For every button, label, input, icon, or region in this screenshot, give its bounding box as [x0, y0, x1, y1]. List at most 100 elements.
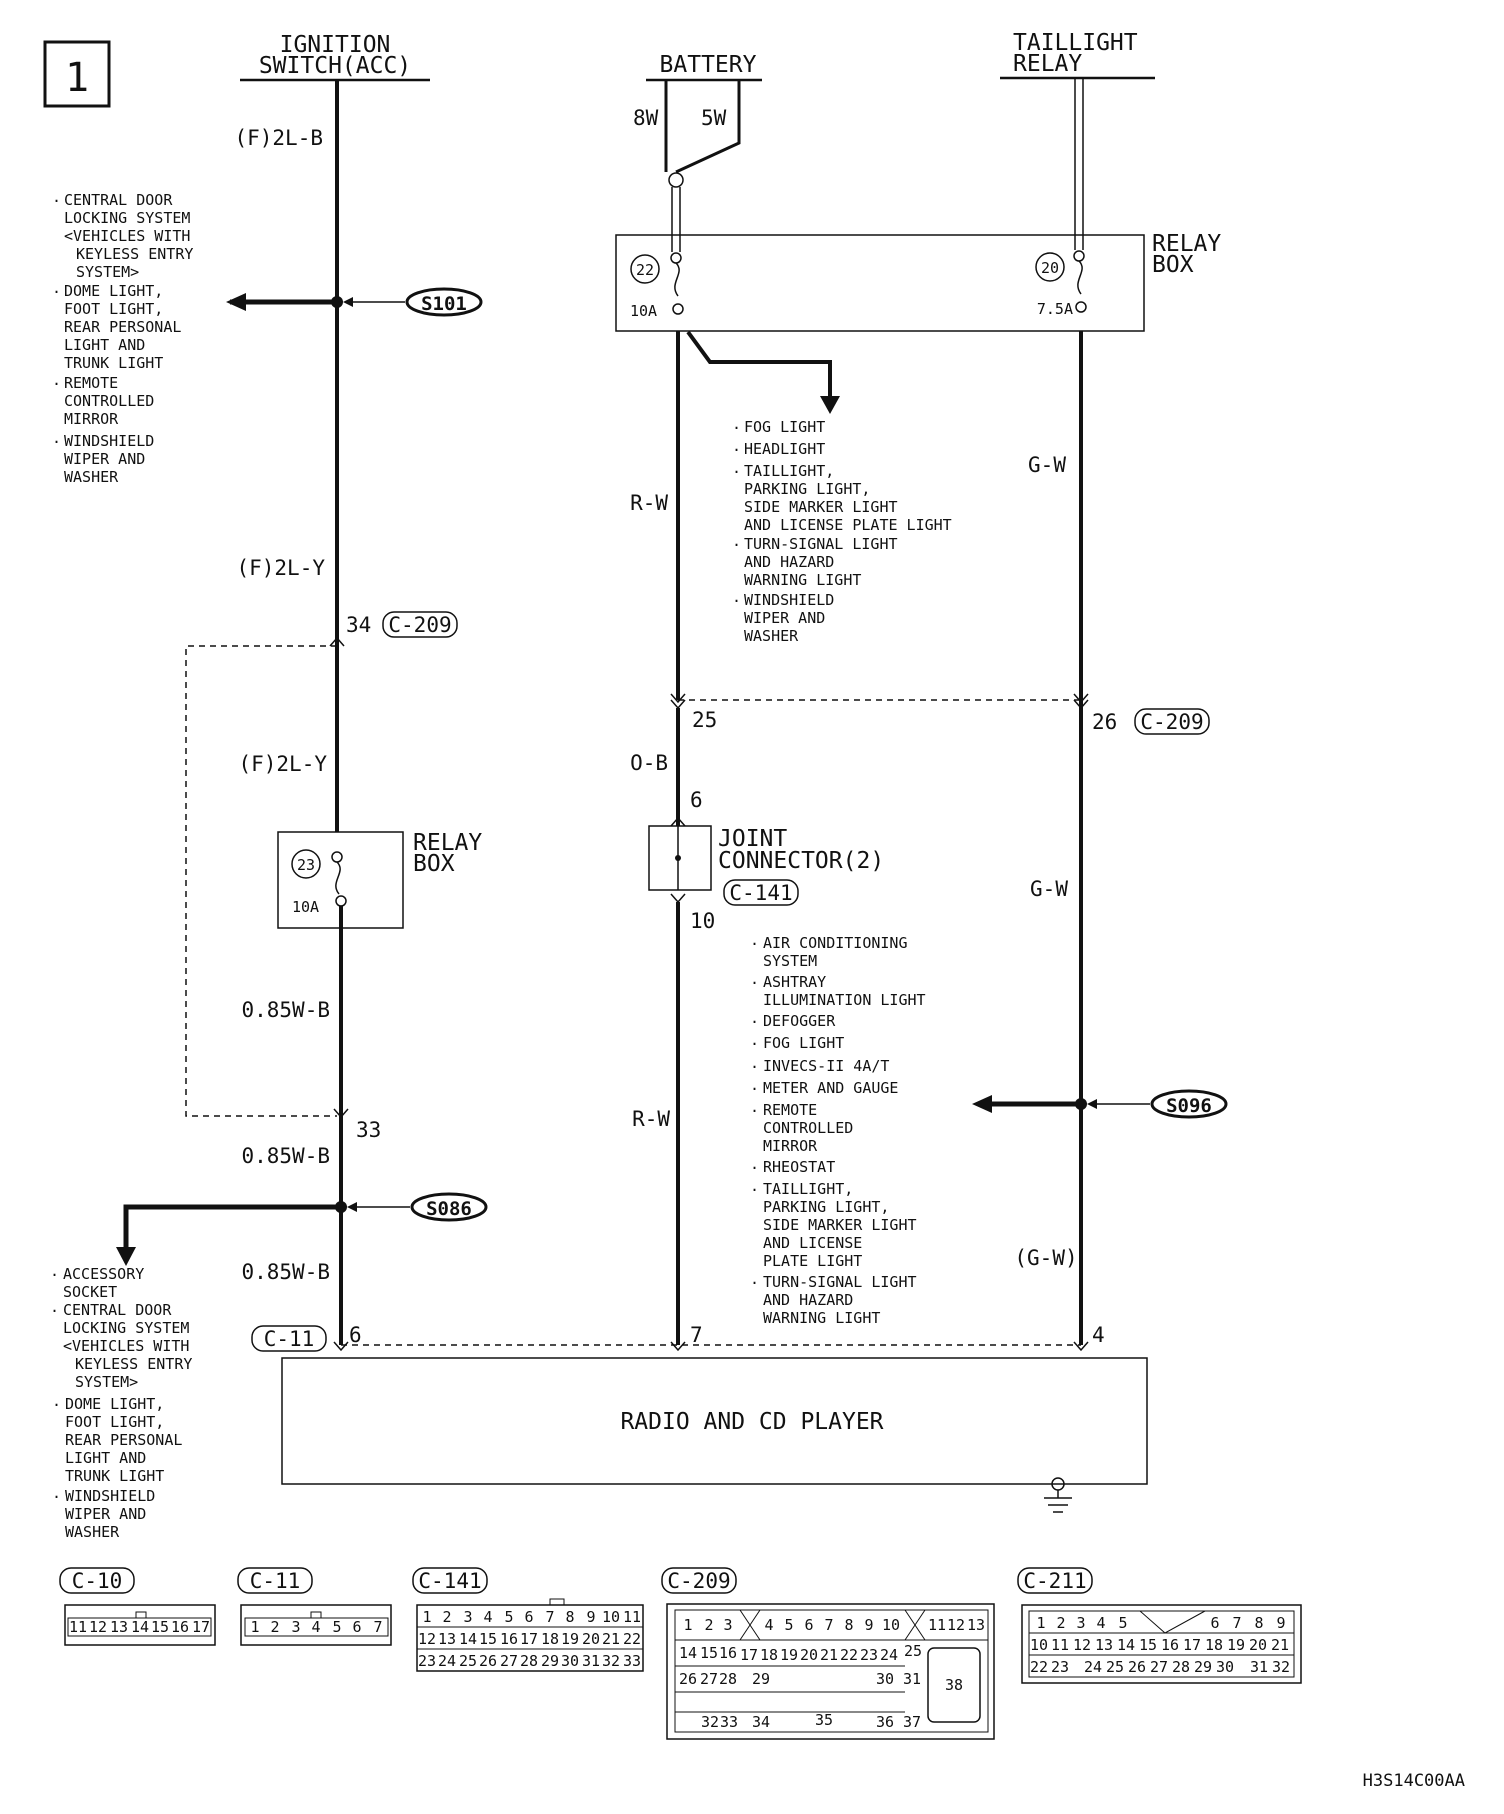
svg-text:FOOT LIGHT,: FOOT LIGHT, — [65, 1413, 164, 1431]
svg-text:PARKING LIGHT,: PARKING LIGHT, — [763, 1198, 889, 1216]
svg-text:CONNECTOR(2): CONNECTOR(2) — [718, 848, 884, 874]
svg-text:WINDSHIELD: WINDSHIELD — [65, 1487, 155, 1505]
joint-connector: 6 10 JOINT CONNECTOR(2) C-141 — [648, 788, 884, 933]
radio-cd-player: RADIO AND CD PLAYER — [281, 1357, 1148, 1485]
svg-text:1: 1 — [422, 1608, 431, 1626]
wire-label: (F)2L-Y — [236, 556, 325, 580]
connector-c141: C-141 1 2 3 4 5 6 7 8 9 10 11 12 13 14 1… — [412, 1567, 644, 1672]
svg-text:24: 24 — [880, 1646, 898, 1664]
svg-text:ACCESSORY: ACCESSORY — [63, 1265, 144, 1283]
svg-text:23: 23 — [860, 1646, 878, 1664]
svg-text:25: 25 — [459, 1652, 477, 1670]
svg-text:4: 4 — [764, 1616, 773, 1634]
bullet: · — [732, 463, 741, 481]
svg-text:LOCKING SYSTEM: LOCKING SYSTEM — [64, 209, 190, 227]
wire-label: G-W — [1028, 453, 1066, 477]
relay-box-left: RELAY BOX 23 10A — [277, 830, 482, 929]
svg-text:30: 30 — [561, 1652, 579, 1670]
svg-text:2: 2 — [270, 1618, 279, 1636]
svg-text:SYSTEM>: SYSTEM> — [75, 1373, 138, 1391]
svg-text:MIRROR: MIRROR — [64, 410, 119, 428]
svg-text:7: 7 — [824, 1616, 833, 1634]
svg-text:BATTERY: BATTERY — [660, 52, 757, 78]
svg-text:31: 31 — [903, 1670, 921, 1688]
wire-label: 8W — [633, 106, 659, 130]
svg-text:TAILLIGHT,: TAILLIGHT, — [744, 462, 834, 480]
battery-header: BATTERY — [646, 52, 762, 82]
svg-text:RELAY: RELAY — [1152, 231, 1221, 257]
ignition-switch-header: IGNITION SWITCH(ACC) — [240, 32, 430, 82]
svg-text:36: 36 — [876, 1713, 894, 1731]
svg-text:27: 27 — [700, 1670, 718, 1688]
svg-text:FOG LIGHT: FOG LIGHT — [744, 418, 825, 436]
svg-text:6: 6 — [352, 1618, 361, 1636]
svg-text:6: 6 — [349, 1323, 362, 1347]
diagram-code: H3S14C00AA — [1363, 1771, 1465, 1791]
svg-text:24: 24 — [438, 1652, 456, 1670]
svg-text:30: 30 — [1216, 1658, 1234, 1676]
svg-text:10: 10 — [602, 1608, 620, 1626]
svg-text:6: 6 — [524, 1608, 533, 1626]
svg-text:27: 27 — [500, 1652, 518, 1670]
svg-text:WINDSHIELD: WINDSHIELD — [64, 432, 154, 450]
svg-text:23: 23 — [297, 856, 315, 874]
splice-s086: S086 — [116, 1192, 488, 1266]
svg-text:JOINT: JOINT — [718, 826, 787, 852]
svg-text:17: 17 — [1183, 1636, 1201, 1654]
svg-text:REAR PERSONAL: REAR PERSONAL — [64, 318, 181, 336]
svg-text:33: 33 — [356, 1118, 381, 1142]
wire-label: 5W — [701, 106, 727, 130]
c11-pin-7: 7 — [670, 1323, 703, 1352]
svg-text:38: 38 — [945, 1676, 963, 1694]
bullet: · — [52, 192, 61, 210]
svg-text:22: 22 — [636, 261, 654, 279]
svg-text:5: 5 — [784, 1616, 793, 1634]
svg-text:C-209: C-209 — [667, 1569, 730, 1593]
svg-text:C-209: C-209 — [388, 613, 451, 637]
svg-text:CONTROLLED: CONTROLLED — [64, 392, 154, 410]
svg-text:CENTRAL DOOR: CENTRAL DOOR — [64, 191, 173, 209]
svg-text:15: 15 — [151, 1618, 169, 1636]
svg-text:INVECS-II 4A/T: INVECS-II 4A/T — [763, 1057, 889, 1075]
svg-text:C-141: C-141 — [418, 1569, 481, 1593]
svg-text:32: 32 — [602, 1652, 620, 1670]
svg-text:17: 17 — [520, 1630, 538, 1648]
svg-text:2: 2 — [704, 1616, 713, 1634]
svg-text:20: 20 — [1041, 259, 1059, 277]
svg-text:3: 3 — [1076, 1614, 1085, 1632]
svg-text:16: 16 — [500, 1630, 518, 1648]
svg-text:14: 14 — [1117, 1636, 1135, 1654]
wire-label: O-B — [630, 751, 668, 775]
connector-c209: C-209 1 2 3 4 5 6 7 8 9 10 11 12 13 14 1… — [661, 1567, 995, 1740]
svg-text:ASHTRAY: ASHTRAY — [763, 973, 826, 991]
s101-circuit-list: · CENTRAL DOOR LOCKING SYSTEM <VEHICLES … — [52, 191, 193, 486]
svg-text:REMOTE: REMOTE — [64, 374, 118, 392]
svg-text:WIPER AND: WIPER AND — [744, 609, 825, 627]
c11-pin-6: 6 — [333, 1323, 362, 1352]
svg-text:TURN-SIGNAL LIGHT: TURN-SIGNAL LIGHT — [744, 535, 898, 553]
svg-text:4: 4 — [1092, 1323, 1105, 1347]
svg-text:BOX: BOX — [1152, 252, 1194, 278]
svg-text:LIGHT AND: LIGHT AND — [64, 336, 145, 354]
svg-text:CONTROLLED: CONTROLLED — [763, 1119, 853, 1137]
bullet: · — [750, 1058, 759, 1076]
c209-pin-33: 33 — [333, 1108, 381, 1142]
wire-label: (F)2L-B — [234, 126, 323, 150]
c11-pin-4: 4 — [1073, 1323, 1105, 1352]
svg-text:4: 4 — [311, 1618, 320, 1636]
svg-text:1: 1 — [683, 1616, 692, 1634]
svg-text:C-11: C-11 — [264, 1327, 315, 1351]
wire-label: R-W — [630, 491, 668, 515]
connector-c11: C-11 1 2 3 4 5 6 7 — [237, 1567, 392, 1646]
ground-symbol — [1044, 1477, 1072, 1513]
svg-text:12: 12 — [947, 1616, 965, 1634]
connector-c211: C-211 1 2 3 4 5 6 7 8 9 10 11 12 13 14 1… — [1017, 1567, 1302, 1684]
splice-s101: S101 — [226, 287, 483, 317]
svg-text:IGNITION: IGNITION — [280, 32, 391, 58]
svg-text:12: 12 — [418, 1630, 436, 1648]
svg-text:21: 21 — [602, 1630, 620, 1648]
svg-text:4: 4 — [483, 1608, 492, 1626]
wire-label: 0.85W-B — [241, 1260, 330, 1284]
svg-text:5: 5 — [332, 1618, 341, 1636]
svg-text:26: 26 — [1128, 1658, 1146, 1676]
